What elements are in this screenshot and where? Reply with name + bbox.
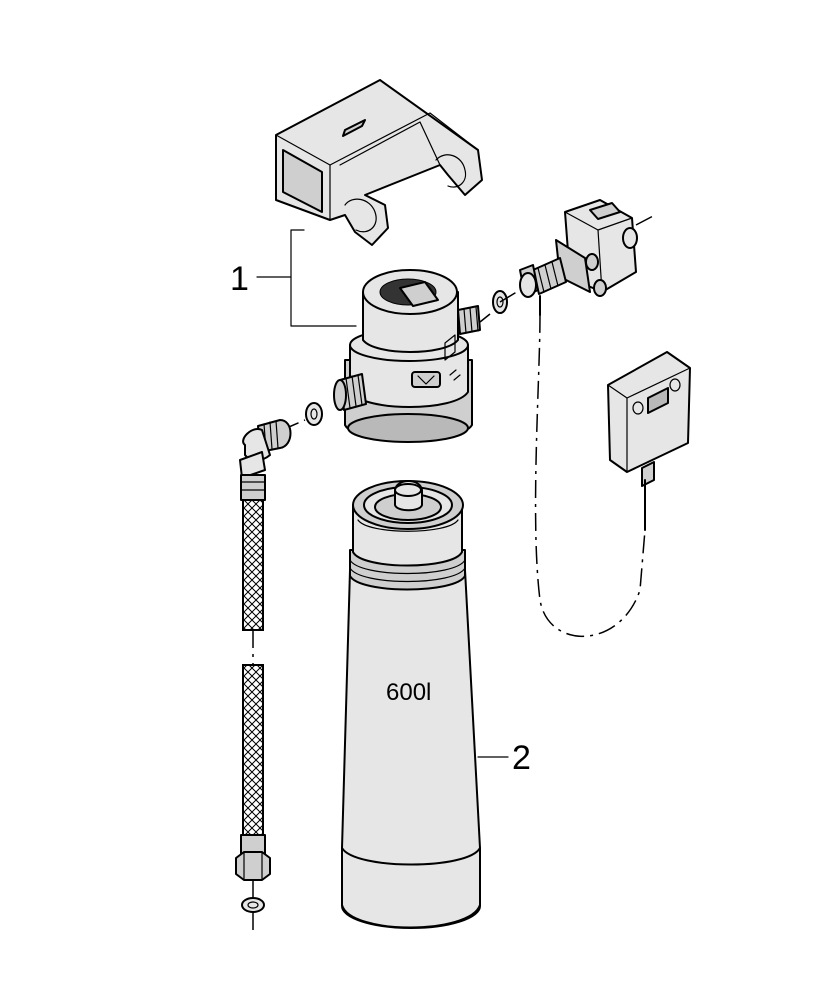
flow-axis-line bbox=[479, 289, 521, 323]
flow-meter-axis bbox=[635, 214, 656, 226]
cable-route bbox=[534, 314, 646, 637]
callout-2-number: 2 bbox=[512, 739, 531, 777]
connection-hose bbox=[235, 419, 306, 930]
flow-meter bbox=[519, 199, 638, 316]
cartridge-capacity-label: 600l bbox=[386, 679, 431, 706]
filter-head bbox=[333, 269, 481, 443]
callout-1: 1 bbox=[230, 229, 357, 327]
washer-hose-end bbox=[241, 897, 265, 913]
callout-1-number: 1 bbox=[230, 260, 249, 298]
wall-bracket bbox=[275, 79, 483, 246]
filter-cartridge bbox=[341, 480, 481, 929]
washer-head-left bbox=[305, 402, 323, 426]
display-unit bbox=[607, 351, 691, 531]
callout-2: 2 bbox=[477, 739, 531, 777]
